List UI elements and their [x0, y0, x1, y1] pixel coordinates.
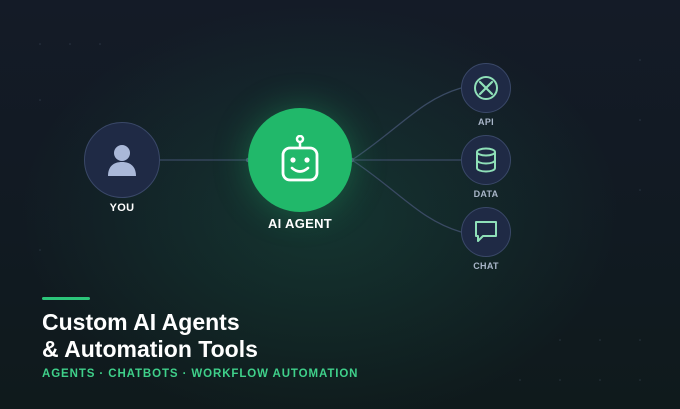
- node-label-you: YOU: [109, 202, 135, 214]
- node-label-chat: CHAT: [473, 261, 499, 271]
- node-ai-agent: [248, 108, 352, 212]
- node-label-api: API: [478, 117, 494, 127]
- database-icon: [476, 147, 496, 173]
- node-label-ai-agent: AI AGENT: [267, 216, 333, 231]
- node-api: [461, 63, 511, 113]
- title-line-2: & Automation Tools: [42, 336, 258, 362]
- node-chat: [461, 207, 511, 257]
- page-title: Custom AI Agents & Automation Tools: [42, 309, 258, 363]
- node-you: [84, 122, 160, 198]
- accent-bar: [42, 297, 90, 300]
- title-line-1: Custom AI Agents: [42, 309, 240, 335]
- api-icon: [474, 76, 498, 100]
- user-icon: [108, 145, 136, 176]
- chat-icon: [475, 221, 497, 242]
- robot-icon: [281, 135, 319, 182]
- link-agent-chat: [351, 159, 462, 233]
- link-agent-api: [351, 87, 462, 161]
- tagline: AGENTS · CHATBOTS · WORKFLOW AUTOMATION: [42, 368, 359, 380]
- node-data: [461, 135, 511, 185]
- node-label-data: DATA: [473, 189, 499, 199]
